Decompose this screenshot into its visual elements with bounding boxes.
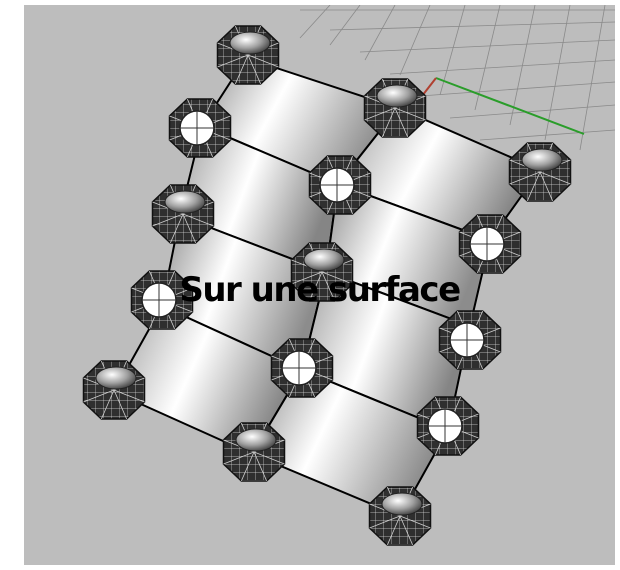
- faceted-dome-icon[interactable]: [363, 78, 427, 138]
- viewport-scene[interactable]: [24, 5, 615, 565]
- faceted-dome-icon[interactable]: [130, 270, 194, 330]
- faceted-dome-icon[interactable]: [290, 242, 354, 302]
- node-layer[interactable]: [82, 25, 572, 546]
- faceted-dome-icon[interactable]: [308, 155, 372, 215]
- faceted-dome-icon[interactable]: [368, 486, 432, 546]
- world-axes: [421, 77, 585, 135]
- faceted-dome-icon[interactable]: [151, 184, 215, 244]
- wavy-surface[interactable]: [112, 56, 542, 518]
- faceted-dome-icon[interactable]: [508, 142, 572, 202]
- render-viewport[interactable]: Sur une surface: [24, 5, 615, 565]
- faceted-dome-icon[interactable]: [438, 310, 502, 370]
- faceted-dome-icon[interactable]: [458, 214, 522, 274]
- faceted-dome-icon[interactable]: [168, 98, 232, 158]
- viewport-caption: Sur une surface: [179, 270, 461, 310]
- faceted-dome-icon[interactable]: [82, 360, 146, 420]
- faceted-dome-icon[interactable]: [270, 338, 334, 398]
- construction-grid: [299, 5, 615, 151]
- faceted-dome-icon[interactable]: [416, 396, 480, 456]
- faceted-dome-icon[interactable]: [222, 422, 286, 482]
- faceted-dome-icon[interactable]: [216, 25, 280, 85]
